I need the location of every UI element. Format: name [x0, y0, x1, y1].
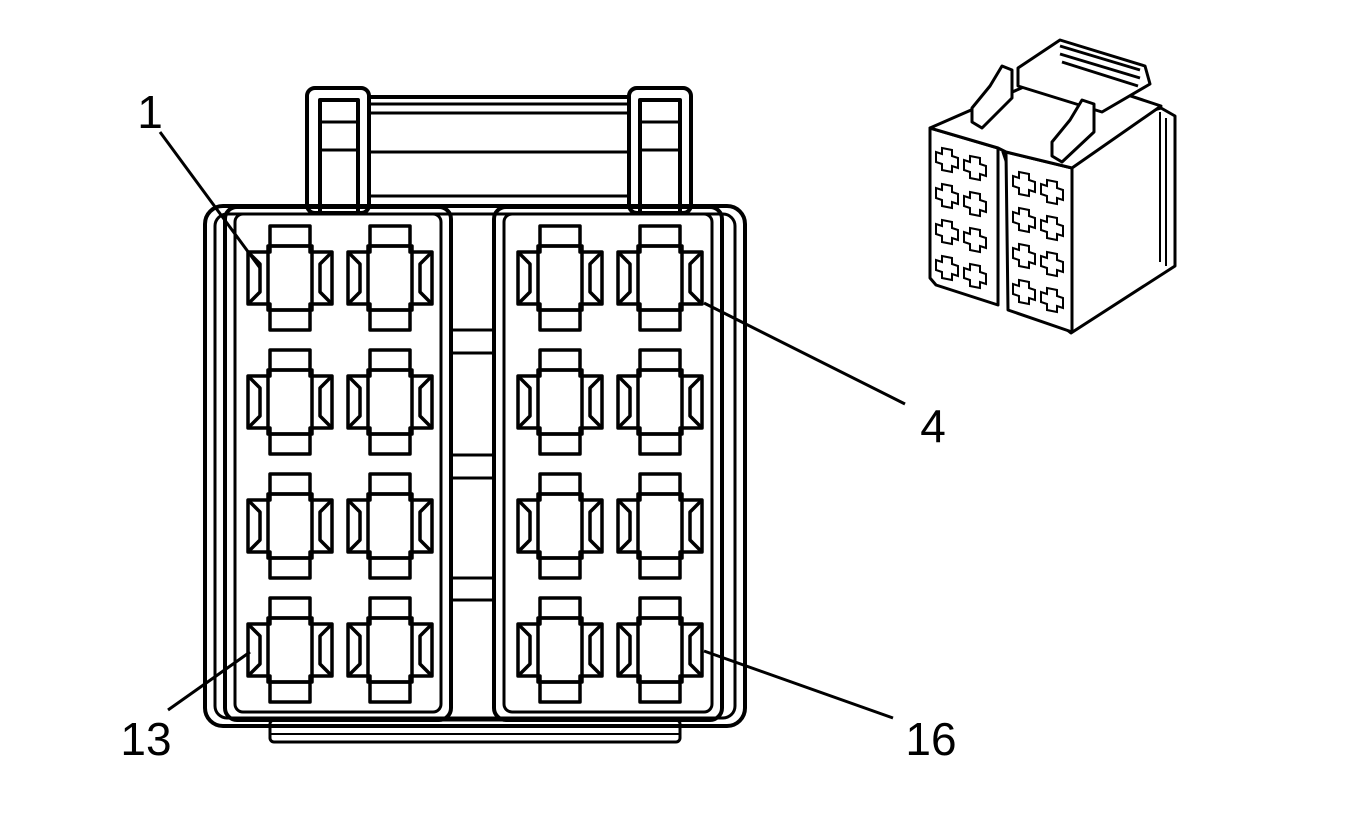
cavity-11	[516, 472, 604, 580]
mini-cavity-12	[1040, 214, 1064, 242]
mini-cavity-8	[963, 262, 987, 290]
mini-cavity-6	[963, 226, 987, 254]
mini-cavity-9	[1012, 170, 1036, 198]
cavity-block-right	[492, 205, 724, 722]
cavity-3	[516, 224, 604, 332]
leader-13	[167, 650, 251, 712]
callout-16: 16	[905, 713, 956, 765]
mini-cavity-13	[1012, 242, 1036, 270]
cavity-10	[346, 472, 434, 580]
mini-cavity-4	[963, 190, 987, 218]
callout-leaders	[158, 131, 906, 720]
mini-cavity-1	[935, 146, 959, 174]
cavity-4	[616, 224, 704, 332]
connector-housing	[203, 204, 747, 744]
cavity-14	[346, 596, 434, 704]
leader-16	[703, 649, 894, 720]
cavity-7	[516, 348, 604, 456]
callout-1: 1	[137, 86, 163, 138]
cavity-15	[516, 596, 604, 704]
mini-cavity-11	[1012, 206, 1036, 234]
callout-4: 4	[920, 400, 946, 452]
cavity-16	[616, 596, 704, 704]
callout-13: 13	[120, 713, 171, 765]
mini-cavity-2	[963, 154, 987, 182]
mini-cavity-3	[935, 182, 959, 210]
cavity-8	[616, 348, 704, 456]
cavity-6	[346, 348, 434, 456]
connector-latch	[305, 86, 693, 215]
mini-cavity-14	[1040, 250, 1064, 278]
terminal-cavities	[246, 224, 704, 704]
mini-cavity-7	[935, 254, 959, 282]
cavity-1	[246, 224, 334, 332]
cavity-9	[246, 472, 334, 580]
mini-cavity-5	[935, 218, 959, 246]
cavity-block-left	[223, 205, 453, 722]
mini-cavity-16	[1040, 286, 1064, 314]
center-divider	[450, 328, 496, 602]
cavity-13	[246, 596, 334, 704]
callout-labels: 1 4 13 16	[120, 86, 956, 765]
connector-isometric-view	[928, 38, 1177, 335]
cavity-5	[246, 348, 334, 456]
mini-cavity-10	[1040, 178, 1064, 206]
isometric-cavities	[935, 146, 1064, 314]
cavity-2	[346, 224, 434, 332]
mini-cavity-15	[1012, 278, 1036, 306]
cavity-12	[616, 472, 704, 580]
leader-1	[158, 131, 262, 269]
leader-4	[703, 301, 906, 406]
